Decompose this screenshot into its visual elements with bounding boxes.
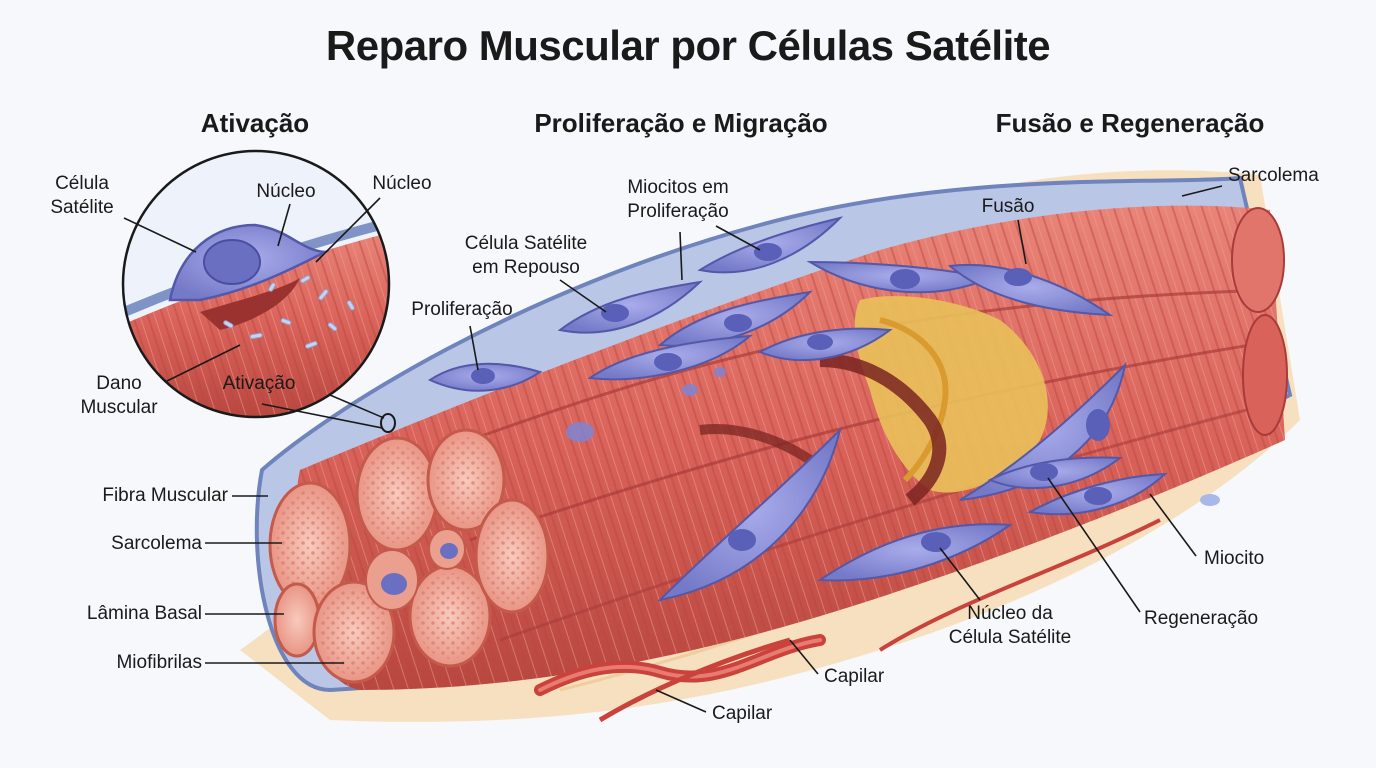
- damage-zone: [699, 296, 1048, 506]
- satellite-cell-regenerating-2: [987, 456, 1123, 490]
- satellite-cell-migrating-1: [656, 426, 842, 602]
- label-inset-activation: Ativação: [222, 373, 296, 394]
- activation-inset: [121, 149, 396, 433]
- satellite-cell-migrating-2: [816, 523, 1013, 582]
- fiber-cross-sections: [268, 428, 550, 684]
- label-fusion: Fusão: [981, 196, 1035, 217]
- label-capillary-1: Capilar: [824, 666, 885, 687]
- label-inset-nucleus-1: Núcleo: [256, 181, 316, 202]
- satellite-cells: [427, 216, 1168, 602]
- section-heading-proliferation: Proliferação e Migração: [534, 108, 828, 138]
- satellite-cell-proliferating-4: [757, 327, 893, 362]
- satellite-cell-regenerating-3: [1026, 472, 1168, 516]
- section-heading-activation: Ativação: [200, 108, 310, 138]
- satellite-cell-resting-1: [427, 362, 543, 392]
- capillaries: [534, 518, 1161, 723]
- label-myofibrils: Miofibrilas: [116, 652, 202, 673]
- satellite-cell-proliferating-3: [587, 334, 754, 381]
- satellite-cell-fusing-1: [806, 260, 994, 294]
- label-regeneration: Regeneração: [1144, 608, 1259, 629]
- section-heading-fusion: Fusão e Regeneração: [995, 108, 1265, 138]
- label-sarcolemma-right: Sarcolema: [1228, 165, 1319, 186]
- label-muscle-fiber: Fibra Muscular: [102, 485, 228, 506]
- label-basal-lamina: Lâmina Basal: [86, 603, 202, 624]
- label-capillary-2: Capilar: [712, 703, 773, 724]
- diagram-title: Reparo Muscular por Células Satélite: [325, 22, 1051, 69]
- satellite-cell-proliferating-1: [697, 216, 844, 274]
- leader-lines: [123, 185, 1223, 713]
- label-proliferation: Proliferação: [411, 299, 513, 320]
- label-sarcolemma-left: Sarcolema: [111, 533, 202, 554]
- label-inset-nucleus-2: Núcleo: [372, 173, 432, 194]
- satellite-cell-fusing-2: [947, 263, 1114, 317]
- label-myocyte: Miocito: [1204, 548, 1265, 569]
